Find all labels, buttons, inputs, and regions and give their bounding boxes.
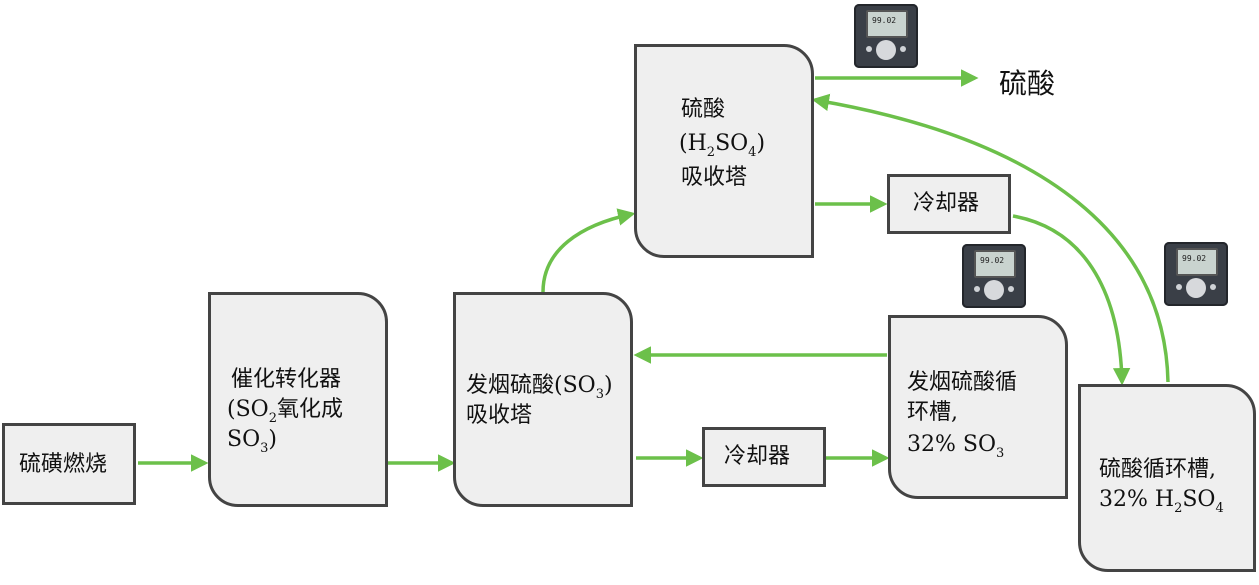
acid-absorber-box: 硫酸 (H2SO4) 吸收塔: [634, 44, 814, 258]
sulfur-burning-box: 硫磺燃烧: [2, 423, 136, 505]
acid-tank-line-1: 硫酸循环槽,: [1099, 457, 1216, 482]
converter-line-3: SO3): [227, 427, 277, 456]
cooler-bottom-box: 冷却器: [702, 427, 826, 487]
oleum-tank-line-3: 32% SO3: [907, 432, 1005, 461]
catalytic-converter-box: 催化转化器 (SO2氧化成 SO3): [208, 292, 388, 507]
acid-absorber-line-3: 吸收塔: [681, 165, 748, 190]
product-sulfuric-acid-label: 硫酸: [999, 67, 1056, 100]
acid-absorber-line-2: (H2SO4): [679, 131, 766, 160]
cooler-top-box: 冷却器: [887, 174, 1011, 234]
analyzer-transmitter-icon: 99.02: [1160, 238, 1232, 310]
oleum-tank-line-2: 环槽,: [907, 400, 958, 425]
acid-absorber-line-1: 硫酸: [681, 97, 726, 122]
oleum-absorber-box: 发烟硫酸(SO3) 吸收塔: [453, 292, 633, 507]
analyzer-transmitter-icon: 99.02: [958, 240, 1030, 312]
converter-title: 催化转化器: [231, 367, 342, 392]
acid-tank-line-2: 32% H2SO4: [1099, 487, 1224, 516]
oleum-tank-line-1: 发烟硫酸循: [907, 370, 1018, 395]
acid-circulation-tank-box: 硫酸循环槽, 32% H2SO4: [1078, 384, 1256, 572]
oleum-absorber-line-2: 吸收塔: [466, 403, 533, 428]
analyzer-transmitter-icon: 99.02: [850, 0, 922, 72]
arrow-oleum-abs-to-acid-abs: [541, 208, 636, 293]
sulfur-burning-label: 硫磺燃烧: [19, 452, 108, 477]
oleum-absorber-line-1: 发烟硫酸(SO3): [466, 373, 613, 402]
arrow-acid-tank-to-acid-abs: [811, 93, 1170, 383]
cooler-bottom-label: 冷却器: [724, 444, 791, 469]
cooler-top-label: 冷却器: [913, 191, 980, 216]
arrow-cooler-to-acid-tank: [1012, 214, 1131, 386]
oleum-circulation-tank-box: 发烟硫酸循 环槽, 32% SO3: [888, 315, 1068, 499]
converter-line-2: (SO2氧化成: [227, 397, 343, 426]
